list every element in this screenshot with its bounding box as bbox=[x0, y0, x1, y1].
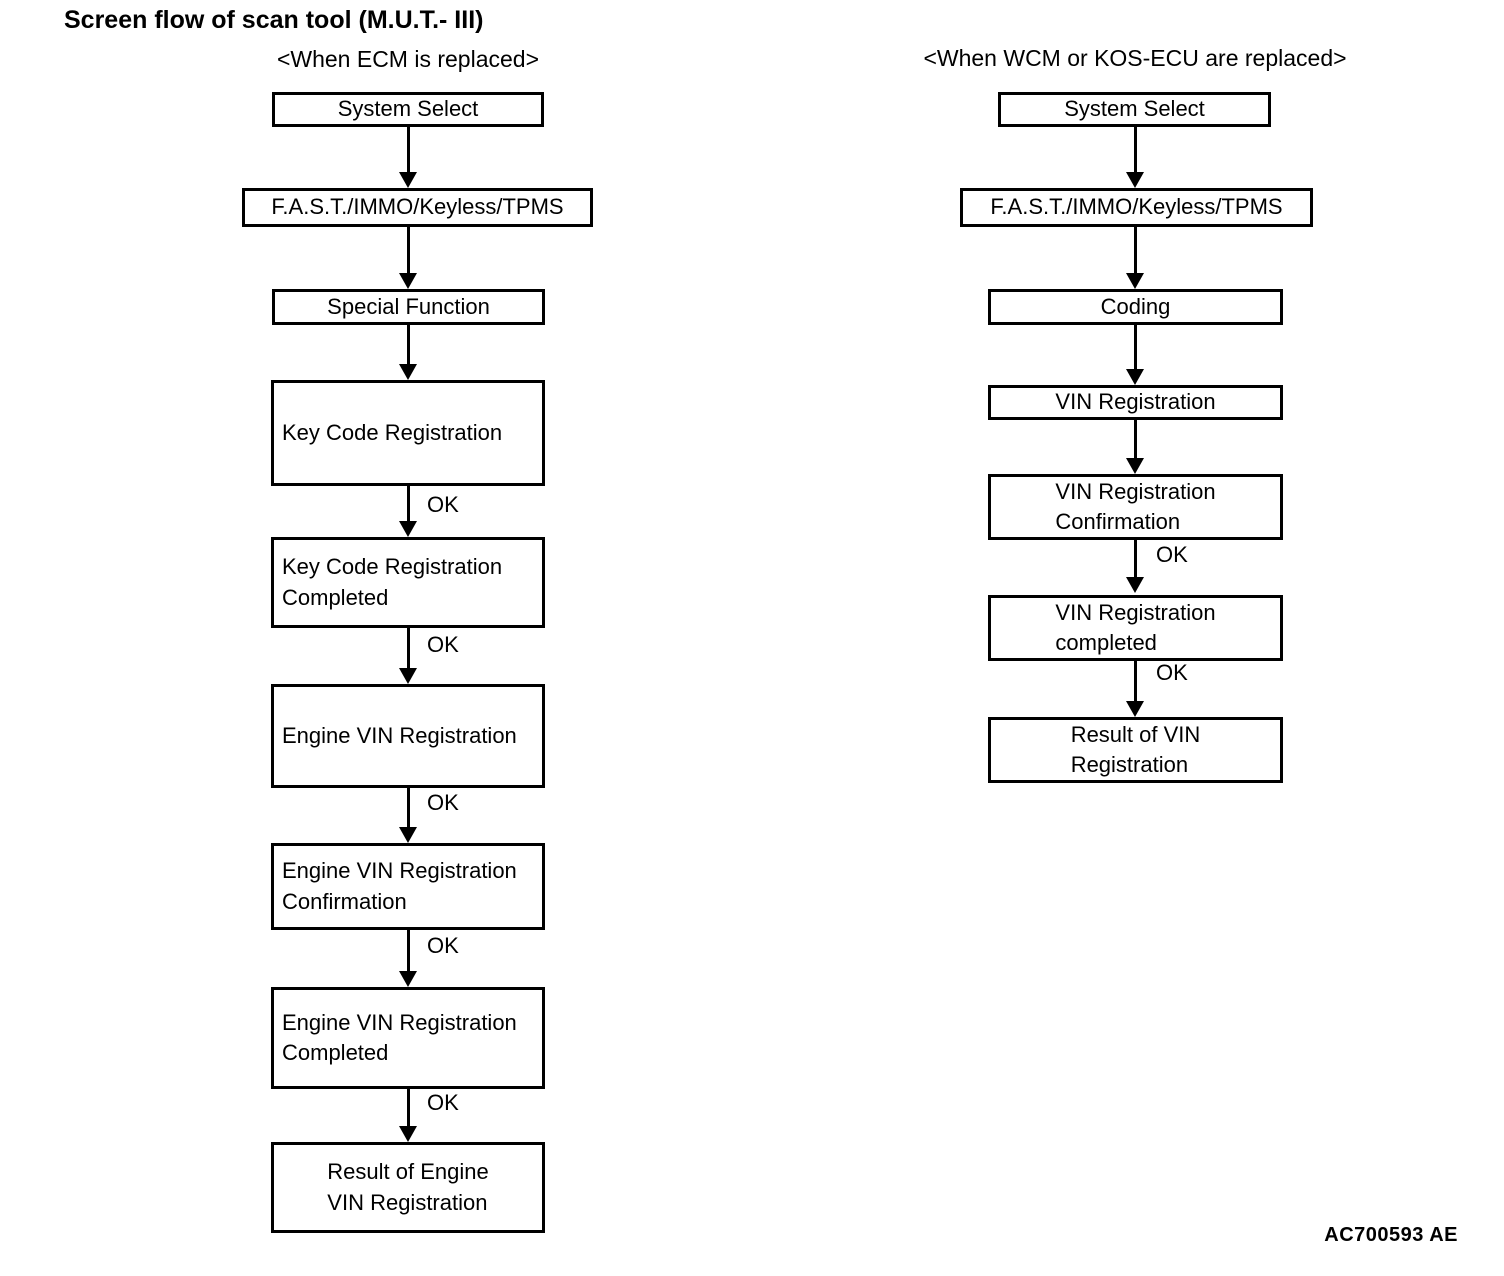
node-line: Completed bbox=[282, 1040, 389, 1065]
left-column-heading: <When ECM is replaced> bbox=[276, 46, 540, 72]
flow-node-key-code-registration-completed: Key Code Registration Completed bbox=[271, 537, 545, 628]
node-label: Key Code Registration bbox=[282, 419, 503, 445]
flow-node-system-select-right: System Select bbox=[998, 92, 1271, 127]
down-arrow bbox=[398, 227, 418, 289]
down-arrow bbox=[1125, 420, 1145, 474]
node-line: VIN Registration bbox=[1055, 599, 1216, 625]
node-line: Key Code Registration bbox=[282, 554, 503, 580]
flow-node-result-of-engine-vin-registration: Result of Engine VIN Registration bbox=[271, 1142, 545, 1233]
node-label: VIN Registration Confirmation bbox=[1055, 477, 1215, 538]
flow-node-system-select: System Select bbox=[272, 92, 544, 127]
right-column-heading: <When WCM or KOS-ECU are replaced> bbox=[923, 45, 1347, 71]
ok-label: OK bbox=[427, 933, 459, 958]
flow-node-vin-registration: VIN Registration bbox=[988, 385, 1283, 420]
down-arrow bbox=[398, 930, 418, 987]
node-label: VIN Registration completed bbox=[1055, 598, 1215, 659]
node-label: System Select bbox=[337, 96, 479, 122]
node-line: Result of VIN bbox=[1070, 721, 1201, 747]
node-label: Coding bbox=[1100, 293, 1171, 319]
flow-node-engine-vin-registration-completed: Engine VIN Registration Completed bbox=[271, 987, 545, 1089]
down-arrow bbox=[398, 1088, 418, 1142]
node-label: Engine VIN Registration Confirmation bbox=[282, 856, 517, 917]
node-label: F.A.S.T./IMMO/Keyless/TPMS bbox=[990, 194, 1283, 220]
flow-node-vin-registration-completed: VIN Registration completed bbox=[988, 595, 1283, 661]
node-label: Result of VIN Registration bbox=[1071, 720, 1201, 781]
node-label: Special Function bbox=[327, 293, 490, 319]
flow-node-engine-vin-registration: Engine VIN Registration bbox=[271, 684, 545, 788]
ok-label: OK bbox=[1156, 660, 1188, 685]
node-label: F.A.S.T./IMMO/Keyless/TPMS bbox=[271, 194, 564, 220]
node-label: VIN Registration bbox=[1055, 389, 1216, 415]
down-arrow bbox=[398, 788, 418, 843]
flow-node-result-of-vin-registration: Result of VIN Registration bbox=[988, 717, 1283, 783]
down-arrow bbox=[1125, 227, 1145, 289]
down-arrow bbox=[1125, 661, 1145, 717]
flow-node-key-code-registration: Key Code Registration bbox=[271, 380, 545, 486]
node-line: VIN Registration bbox=[327, 1189, 488, 1215]
node-line: completed bbox=[1055, 630, 1157, 655]
page-title: Screen flow of scan tool (M.U.T.- III) bbox=[64, 6, 484, 34]
down-arrow bbox=[1125, 325, 1145, 385]
node-line: VIN Registration bbox=[1055, 478, 1216, 504]
node-label: Result of Engine VIN Registration bbox=[327, 1157, 488, 1218]
node-line: Result of Engine bbox=[327, 1159, 489, 1185]
flow-node-vin-registration-confirmation: VIN Registration Confirmation bbox=[988, 474, 1283, 540]
node-label: Engine VIN Registration Completed bbox=[282, 1008, 517, 1069]
node-label: System Select bbox=[1064, 96, 1205, 122]
ok-label: OK bbox=[427, 632, 459, 657]
node-line: Confirmation bbox=[282, 888, 407, 914]
node-line: Engine VIN Registration bbox=[282, 858, 517, 884]
flow-node-special-function: Special Function bbox=[272, 289, 545, 325]
down-arrow bbox=[398, 628, 418, 684]
ok-label: OK bbox=[1156, 542, 1188, 567]
ok-label: OK bbox=[427, 790, 459, 815]
node-line: Confirmation bbox=[1055, 509, 1181, 534]
flow-node-engine-vin-registration-confirmation: Engine VIN Registration Confirmation bbox=[271, 843, 545, 930]
down-arrow bbox=[398, 486, 418, 537]
down-arrow bbox=[398, 325, 418, 380]
flow-node-fast-immo-keyless-tpms-right: F.A.S.T./IMMO/Keyless/TPMS bbox=[960, 188, 1313, 227]
down-arrow bbox=[1125, 127, 1145, 188]
ok-label: OK bbox=[427, 1090, 459, 1115]
node-label: Key Code Registration Completed bbox=[282, 552, 502, 613]
node-line: Engine VIN Registration bbox=[282, 1009, 517, 1035]
node-line: Registration bbox=[1070, 752, 1189, 777]
down-arrow bbox=[398, 127, 418, 188]
down-arrow bbox=[1125, 540, 1145, 593]
node-label: Engine VIN Registration bbox=[282, 722, 517, 748]
document-code: AC700593 AE bbox=[1324, 1224, 1458, 1246]
flow-node-coding: Coding bbox=[988, 289, 1283, 325]
ok-label: OK bbox=[427, 492, 459, 517]
node-line: Completed bbox=[282, 584, 389, 610]
flow-node-fast-immo-keyless-tpms: F.A.S.T./IMMO/Keyless/TPMS bbox=[242, 188, 593, 227]
